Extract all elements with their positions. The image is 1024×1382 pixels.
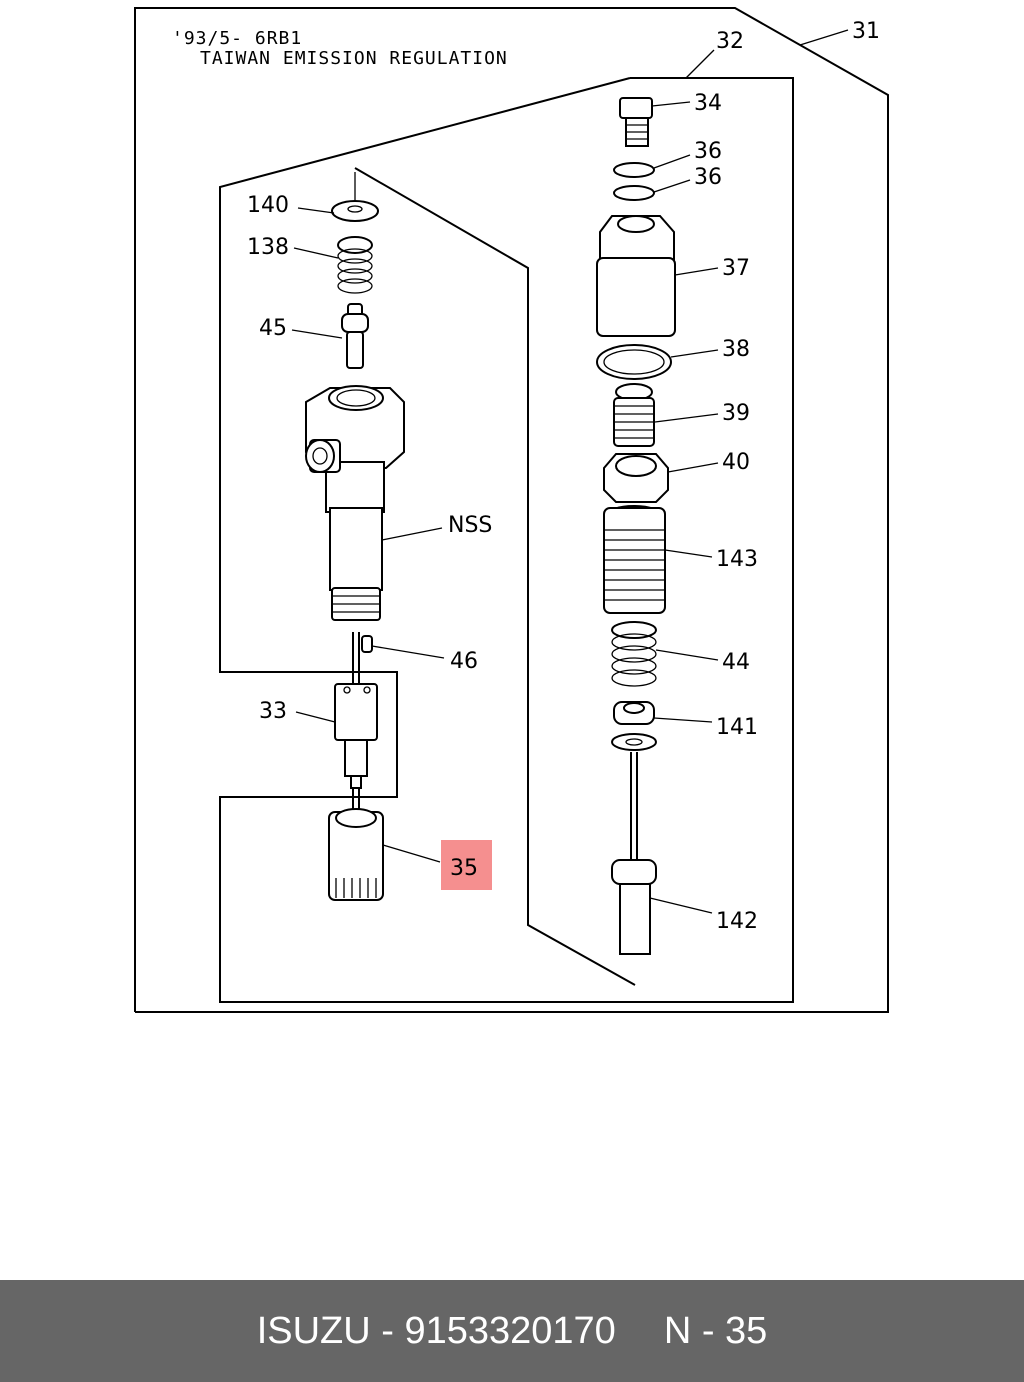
parts-diagram: '93/5- 6RB1 TAIWAN EMISSION REGULATION: [134, 7, 889, 1013]
spring-right: [611, 621, 657, 687]
footer-ref: N - 35: [663, 1309, 768, 1352]
assembly-box: [219, 77, 794, 1003]
callout-nss: NSS: [448, 513, 492, 538]
banjo-bolt: [619, 97, 653, 147]
washer-upper: [613, 162, 655, 178]
callout-44: 44: [722, 650, 750, 675]
callout-37: 37: [722, 256, 750, 281]
nozzle-holder-body: [305, 385, 405, 621]
callout-138: 138: [247, 235, 289, 260]
retaining-nut: [328, 808, 384, 901]
callout-39: 39: [722, 401, 750, 426]
callout-141: 141: [716, 715, 758, 740]
push-pin: [611, 859, 657, 955]
callout-143: 143: [716, 547, 758, 572]
header-line-1: '93/5- 6RB1: [172, 28, 302, 49]
spring-seat: [611, 701, 657, 751]
header-line-2: TAIWAN EMISSION REGULATION: [200, 48, 508, 69]
footer-part-number: ISUZU - 9153320170: [256, 1309, 616, 1352]
nozzle: [334, 683, 378, 789]
callout-38: 38: [722, 337, 750, 362]
callout-34: 34: [694, 91, 722, 116]
hex-nut: [603, 453, 669, 503]
washer-lower: [613, 185, 655, 201]
callout-35: 35: [450, 856, 478, 881]
divider-line: [354, 167, 636, 986]
callout-36-upper: 36: [694, 139, 722, 164]
locating-pin: [361, 635, 373, 653]
callout-31: 31: [852, 19, 880, 44]
threaded-body: [603, 505, 666, 614]
callout-46: 46: [450, 649, 478, 674]
highlight-box: [441, 840, 492, 890]
threaded-sleeve: [613, 383, 655, 447]
spring-left: [337, 236, 373, 294]
callout-142: 142: [716, 909, 758, 934]
push-rod: [341, 303, 369, 369]
callout-36-lower: 36: [694, 165, 722, 190]
callout-45: 45: [259, 316, 287, 341]
callout-33: 33: [259, 699, 287, 724]
holder-nut: [596, 215, 676, 337]
shim-washer: [331, 200, 379, 222]
outer-frame: [134, 7, 889, 1013]
footer-bar: ISUZU - 9153320170 N - 35: [0, 1280, 1024, 1382]
callout-140: 140: [247, 193, 289, 218]
callout-40: 40: [722, 450, 750, 475]
gasket-ring: [596, 344, 672, 380]
callout-32: 32: [716, 29, 744, 54]
